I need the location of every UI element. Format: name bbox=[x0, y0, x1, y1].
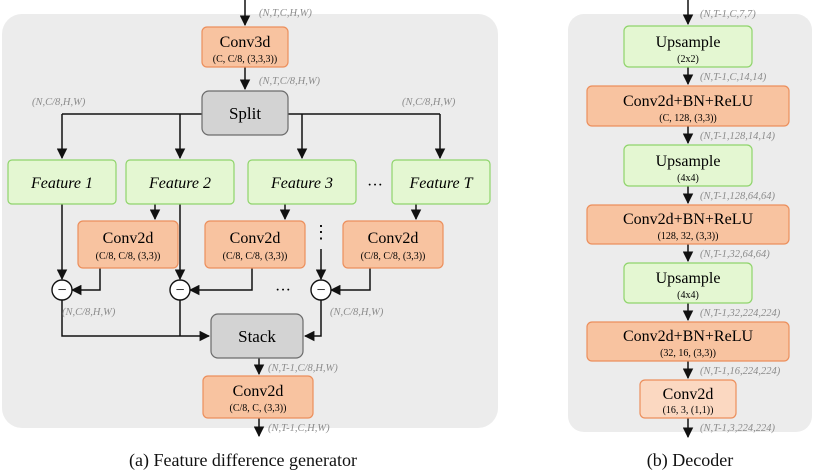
decoder-block-2-title: Conv2d+BN+ReLU bbox=[623, 93, 753, 110]
decoder-dim-6-label: (N,T-1,16,224,224) bbox=[700, 366, 781, 377]
decoder-block-3-title: Upsample bbox=[656, 153, 721, 170]
feature-ellipsis: ··· bbox=[367, 177, 383, 194]
split-block: Split bbox=[201, 90, 289, 136]
decoder-output-dim-label: (N,T-1,3,224,224) bbox=[700, 423, 776, 434]
panel-b-caption: (b) Decoder bbox=[647, 450, 733, 471]
decoder-block-3-params: (4x4) bbox=[677, 173, 699, 184]
split-label: Split bbox=[229, 104, 261, 123]
conv2d-1-params: (C/8, C/8, (3,3)) bbox=[96, 251, 161, 262]
feature-1-block: Feature 1 bbox=[7, 159, 117, 205]
conv2d-2-title: Conv2d bbox=[230, 230, 281, 247]
decoder-upsample-2: Upsample (4x4) bbox=[623, 144, 753, 187]
feature-2-block: Feature 2 bbox=[125, 159, 235, 205]
conv2d-output-params: (C/8, C, (3,3)) bbox=[230, 403, 287, 414]
decoder-block-5-title: Upsample bbox=[656, 270, 721, 287]
conv3d-title: Conv3d bbox=[220, 34, 271, 51]
decoder-conv-bn-relu-3: Conv2d+BN+ReLU (32, 16, (3,3)) bbox=[586, 321, 790, 362]
feature-t-label: Feature T bbox=[409, 175, 474, 192]
decoder-block-7-params: (16, 3, (1,1)) bbox=[663, 405, 714, 416]
decoder-block-6-title: Conv2d+BN+ReLU bbox=[623, 328, 753, 345]
subtract-node-1: − bbox=[51, 279, 73, 301]
subtract-symbol-1: − bbox=[57, 282, 66, 299]
feature-3-block: Feature 3 bbox=[247, 159, 357, 205]
decoder-upsample-3: Upsample (4x4) bbox=[623, 262, 753, 304]
conv3d-params: (C, C/8, (3,3,3)) bbox=[213, 54, 277, 65]
decoder-dim-5-label: (N,T-1,32,224,224) bbox=[700, 308, 781, 319]
stack-label: Stack bbox=[238, 327, 276, 346]
decoder-block-4-params: (128, 32, (3,3)) bbox=[658, 231, 719, 242]
decoder-conv-bn-relu-2: Conv2d+BN+ReLU (128, 32, (3,3)) bbox=[586, 204, 790, 245]
subtract-node-3: − bbox=[310, 279, 332, 301]
subtract-ellipsis: ··· bbox=[275, 282, 291, 299]
feature-1-label: Feature 1 bbox=[30, 175, 93, 192]
subtract-symbol-3: − bbox=[316, 282, 325, 299]
feature-t-block: Feature T bbox=[391, 159, 491, 205]
after-stack-dim-label: (N,T-1,C/8,H,W) bbox=[268, 363, 338, 374]
panel-a-connectors bbox=[56, 0, 446, 438]
conv2d-output-block: Conv2d (C/8, C, (3,3)) bbox=[202, 375, 314, 419]
feature-3-label: Feature 3 bbox=[270, 175, 333, 192]
conv2d-1-title: Conv2d bbox=[103, 230, 154, 247]
conv3d-block: Conv3d (C, C/8, (3,3,3)) bbox=[201, 26, 289, 68]
decoder-upsample-1: Upsample (2x2) bbox=[623, 25, 753, 68]
conv2d-block-2: Conv2d (C/8, C/8, (3,3)) bbox=[204, 220, 306, 269]
conv2d-block-1: Conv2d (C/8, C/8, (3,3)) bbox=[77, 220, 179, 269]
decoder-block-4-title: Conv2d+BN+ReLU bbox=[623, 211, 753, 228]
vertical-ellipsis: ⋮ bbox=[312, 222, 330, 242]
feature-2-label: Feature 2 bbox=[148, 175, 211, 192]
decoder-block-1-title: Upsample bbox=[656, 34, 721, 51]
conv2d-2-params: (C/8, C/8, (3,3)) bbox=[223, 251, 288, 262]
output-dim-label: (N,T-1,C,H,W) bbox=[268, 423, 330, 434]
subtract-node-2: − bbox=[169, 279, 191, 301]
decoder-block-5-params: (4x4) bbox=[677, 290, 699, 301]
subtract-left-dim-label: (N,C/8,H,W) bbox=[62, 307, 116, 318]
decoder-dim-2-label: (N,T-1,128,14,14) bbox=[700, 131, 776, 142]
subtract-symbol-2: − bbox=[175, 282, 184, 299]
panel-a-caption: (a) Feature difference generator bbox=[129, 450, 357, 471]
conv2d-3-params: (C/8, C/8, (3,3)) bbox=[361, 251, 426, 262]
split-right-dim-label: (N,C/8,H,W) bbox=[402, 97, 456, 108]
decoder-dim-3-label: (N,T-1,128,64,64) bbox=[700, 191, 776, 202]
decoder-block-2-params: (C, 128, (3,3)) bbox=[659, 113, 717, 124]
conv2d-3-title: Conv2d bbox=[368, 230, 419, 247]
conv2d-output-title: Conv2d bbox=[233, 383, 284, 400]
after-conv3d-dim-label: (N,T,C/8,H,W) bbox=[259, 76, 321, 87]
input-dim-label: (N,T,C,H,W) bbox=[259, 8, 312, 19]
subtract-right-dim-label: (N,C/8,H,W) bbox=[330, 307, 384, 318]
decoder-dim-1-label: (N,T-1,C,14,14) bbox=[700, 72, 767, 83]
decoder-block-6-params: (32, 16, (3,3)) bbox=[660, 348, 716, 359]
decoder-dim-4-label: (N,T-1,32,64,64) bbox=[700, 249, 770, 260]
decoder-block-1-params: (2x2) bbox=[677, 54, 699, 65]
decoder-conv-bn-relu-1: Conv2d+BN+ReLU (C, 128, (3,3)) bbox=[586, 85, 790, 127]
stack-block: Stack bbox=[210, 313, 304, 359]
decoder-block-7-title: Conv2d bbox=[663, 386, 714, 403]
conv2d-block-3: Conv2d (C/8, C/8, (3,3)) bbox=[342, 220, 444, 269]
decoder-conv2d-final: Conv2d (16, 3, (1,1)) bbox=[639, 379, 737, 419]
decoder-input-dim-label: (N,T-1,C,7,7) bbox=[700, 9, 756, 20]
split-left-dim-label: (N,C/8,H,W) bbox=[32, 97, 86, 108]
